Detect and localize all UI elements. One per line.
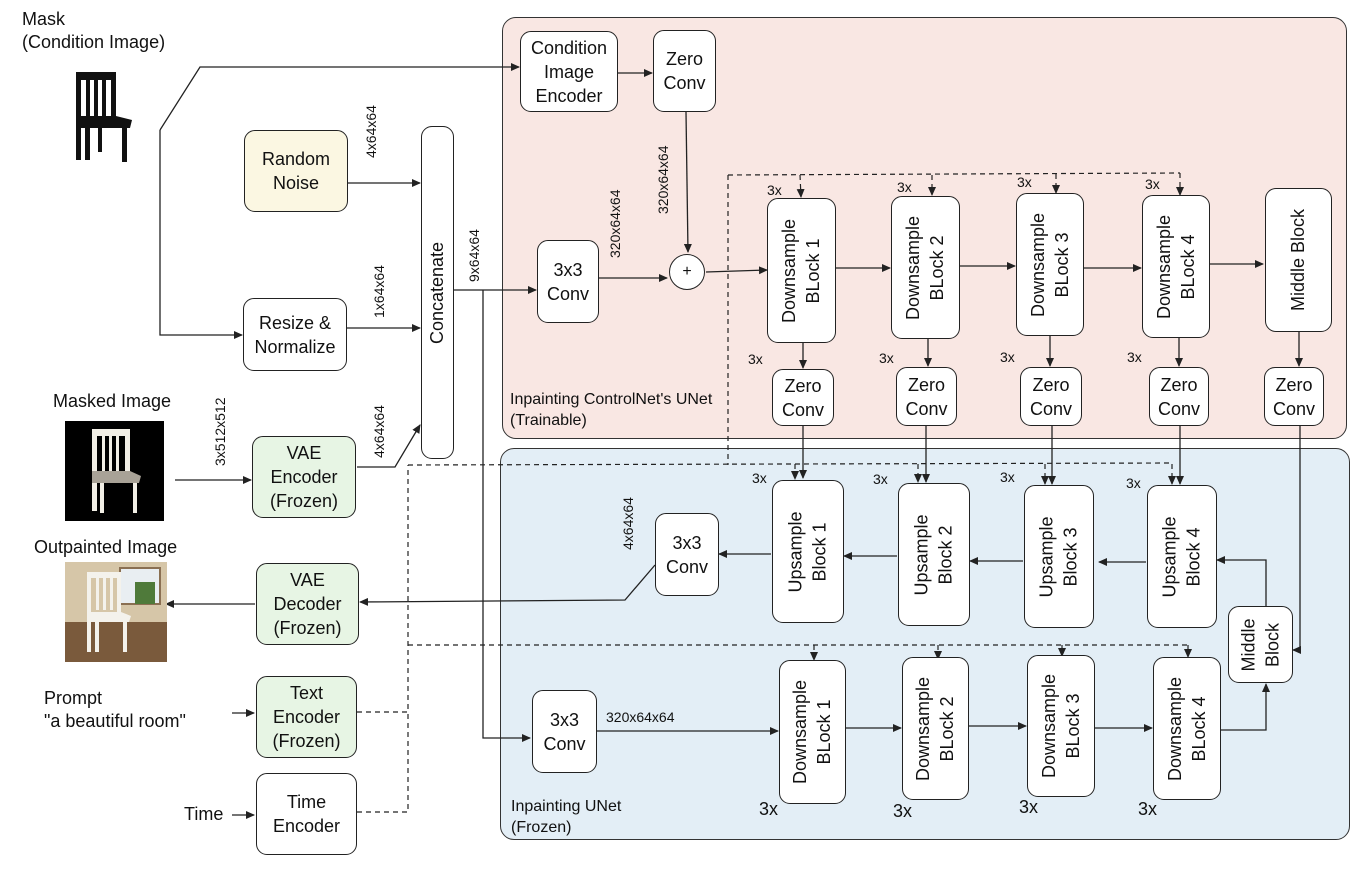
repeat-label: 3x (893, 801, 913, 821)
repeat-label: 3x (897, 179, 912, 195)
mask-chair-image (76, 72, 132, 162)
control-down3: Downsample BLock 3 (1016, 193, 1084, 336)
repeat-label: 3x (767, 182, 782, 198)
repeat-label: 3x (1145, 176, 1160, 192)
control-middle-block: Middle Block (1265, 188, 1332, 332)
time-encoder-block: Time Encoder (256, 773, 357, 855)
edge-plus-down1 (705, 266, 768, 275)
frozen-down4: Downsample BLock 4 (1153, 657, 1221, 800)
shape-zero-out: 320x64x64 (655, 145, 671, 214)
repeat-label: 3x (752, 470, 767, 486)
repeat-label: 3x (1126, 475, 1141, 491)
control-down1: Downsample BLock 1 (767, 198, 836, 343)
repeat-label: 3x (1019, 797, 1039, 817)
zero-conv-5: Zero Conv (1264, 367, 1324, 426)
up4-block: Upsample Block 4 (1147, 485, 1217, 628)
up1-block: Upsample Block 1 (772, 480, 844, 623)
zero-conv-2: Zero Conv (896, 367, 957, 426)
zero-conv-1: Zero Conv (772, 369, 834, 426)
edge-concat-frozen-conv (482, 290, 531, 742)
repeat-label: 3x (1017, 174, 1032, 190)
mask-label: Mask (Condition Image) (22, 9, 166, 52)
repeat-label: 3x (1000, 469, 1015, 485)
repeat-label: 3x (1000, 349, 1015, 365)
repeat-label: 3x (1138, 799, 1158, 819)
edge-vae-concat (357, 424, 421, 468)
repeat-label: 3x (879, 350, 894, 366)
repeat-label: 3x (873, 471, 888, 487)
zero-conv-top: Zero Conv (653, 30, 716, 112)
shape-frozen-conv: 320x64x64 (606, 709, 675, 725)
vae-decoder-block: VAE Decoder (Frozen) (256, 563, 359, 645)
shape-up-out: 4x64x64 (620, 497, 636, 550)
frozen-region-title: Inpainting UNet (Frozen) (511, 798, 622, 836)
shape-resize: 1x64x64 (371, 265, 387, 318)
up3-block: Upsample Block 3 (1024, 485, 1094, 628)
repeat-label: 3x (1127, 349, 1142, 365)
frozen-down2: Downsample BLock 2 (902, 657, 969, 800)
control-region-title: Inpainting ControlNet's UNet (Trainable) (510, 391, 713, 429)
frozen-down1: Downsample BLock 1 (779, 660, 846, 804)
edge-zero-plus (683, 111, 692, 253)
conv3x3-up: 3x3 Conv (655, 513, 719, 596)
vae-encoder-block: VAE Encoder (Frozen) (252, 436, 356, 518)
up2-block: Upsample Block 2 (898, 483, 970, 626)
random-noise-block: Random Noise (244, 130, 348, 212)
edge-mask-cond (159, 63, 520, 131)
zero-conv-3: Zero Conv (1020, 367, 1082, 426)
condition-encoder-block: Condition Image Encoder (520, 31, 618, 112)
frozen-down3: Downsample BLock 3 (1027, 655, 1095, 797)
shape-vae: 4x64x64 (371, 405, 387, 458)
zero-conv-4: Zero Conv (1149, 367, 1209, 426)
shape-masked: 3x512x512 (212, 397, 228, 466)
conv3x3-control: 3x3 Conv (537, 240, 599, 323)
shape-noise: 4x64x64 (363, 105, 379, 158)
prompt-label: Prompt "a beautiful room" (44, 688, 186, 731)
text-encoder-block: Text Encoder (Frozen) (256, 676, 357, 758)
conv3x3-frozen: 3x3 Conv (532, 690, 597, 773)
shape-concat: 9x64x64 (466, 229, 482, 282)
masked-image-label: Masked Image (53, 391, 172, 411)
repeat-label: 3x (759, 799, 779, 819)
add-node: + (669, 254, 705, 290)
concatenate-block: Concatenate (421, 126, 454, 459)
resize-normalize-block: Resize & Normalize (243, 298, 347, 371)
repeat-label: 3x (748, 351, 763, 367)
control-down2: Downsample BLock 2 (891, 196, 960, 339)
masked-image (65, 421, 164, 521)
edge-mask-resize (159, 130, 243, 339)
frozen-middle-block: Middle Block (1228, 606, 1293, 683)
control-down4: Downsample BLock 4 (1142, 195, 1210, 338)
outpainted-image-label: Outpainted Image (34, 537, 178, 557)
outpainted-image (65, 562, 167, 662)
shape-conv-out: 320x64x64 (607, 189, 623, 258)
time-label: Time (184, 804, 224, 824)
